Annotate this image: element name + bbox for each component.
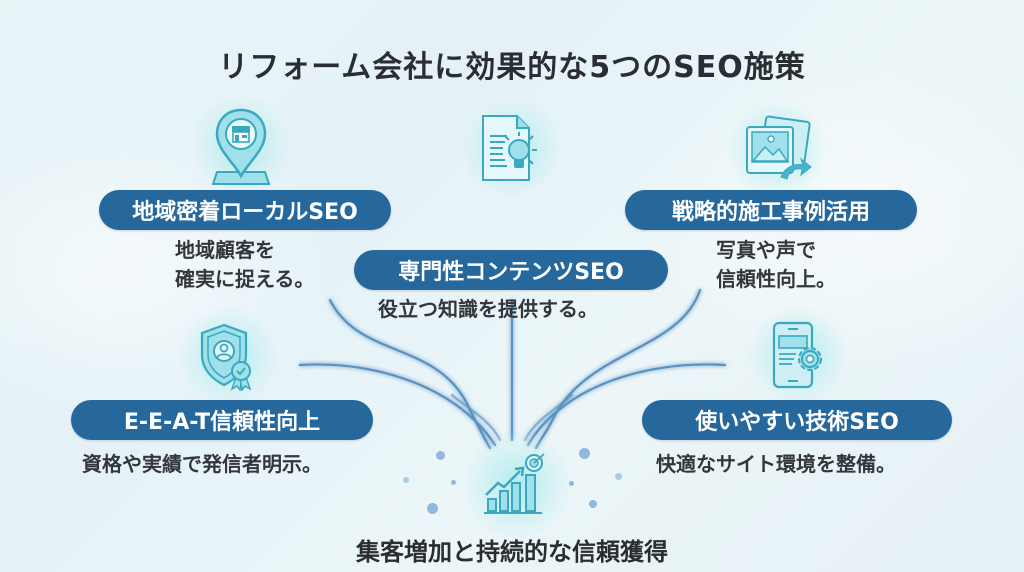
decor-dot: [569, 481, 574, 486]
item-technical-seo-icon-wrap: [748, 306, 848, 406]
document-lightbulb-icon: [482, 115, 537, 181]
item-content-seo-label: 専門性コンテンツSEO: [354, 250, 668, 290]
decor-dot: [615, 473, 622, 480]
item-technical-seo-desc: 快適なサイト環境を整備。: [656, 450, 896, 479]
desc-line: 資格や実績で発信者明示。: [82, 452, 322, 476]
desc-line: 地域顧客を: [175, 238, 275, 262]
item-local-seo-icon-wrap: [191, 96, 291, 196]
decor-dot: [589, 500, 597, 508]
decor-dot: [436, 451, 445, 460]
desc-line: 信頼性向上。: [716, 267, 836, 291]
item-case-studies-label: 戦略的施工事例活用: [625, 190, 917, 230]
item-content-seo-desc: 役立つ知識を提供する。: [378, 295, 598, 324]
item-eeat-desc: 資格や実績で発信者明示。: [82, 450, 322, 479]
photo-gallery-icon: [746, 115, 812, 180]
item-content-seo-icon-wrap: [462, 98, 562, 198]
desc-line: 写真や声で: [716, 238, 816, 262]
mobile-gear-icon: [772, 321, 822, 389]
decor-dot: [579, 448, 590, 459]
growth-chart-target-icon: [484, 453, 545, 514]
item-local-seo-label: 地域密着ローカルSEO: [99, 190, 391, 230]
item-eeat-icon-wrap: [178, 306, 278, 406]
desc-line: 快適なサイト環境を整備。: [656, 452, 896, 476]
map-pin-store-icon: [211, 108, 271, 185]
center-icon-wrap: [462, 430, 572, 540]
item-case-studies-icon-wrap: [727, 100, 827, 200]
item-local-seo-desc: 地域顧客を 確実に捉える。: [175, 236, 314, 294]
item-eeat-label: E-E-A-T信頼性向上: [71, 400, 373, 440]
shield-badge-icon: [200, 323, 252, 391]
decor-dot: [427, 503, 438, 514]
item-case-studies-desc: 写真や声で 信頼性向上。: [716, 236, 836, 294]
desc-line: 確実に捉える。: [175, 267, 315, 291]
result-label: 集客増加と持続的な信頼獲得: [356, 538, 668, 566]
item-technical-seo-label: 使いやすい技術SEO: [642, 400, 952, 440]
page-title: リフォーム会社に効果的な5つのSEO施策: [218, 50, 806, 86]
decor-dot: [451, 480, 456, 485]
desc-line: 役立つ知識を提供する。: [378, 297, 598, 321]
decor-dot: [403, 477, 409, 483]
